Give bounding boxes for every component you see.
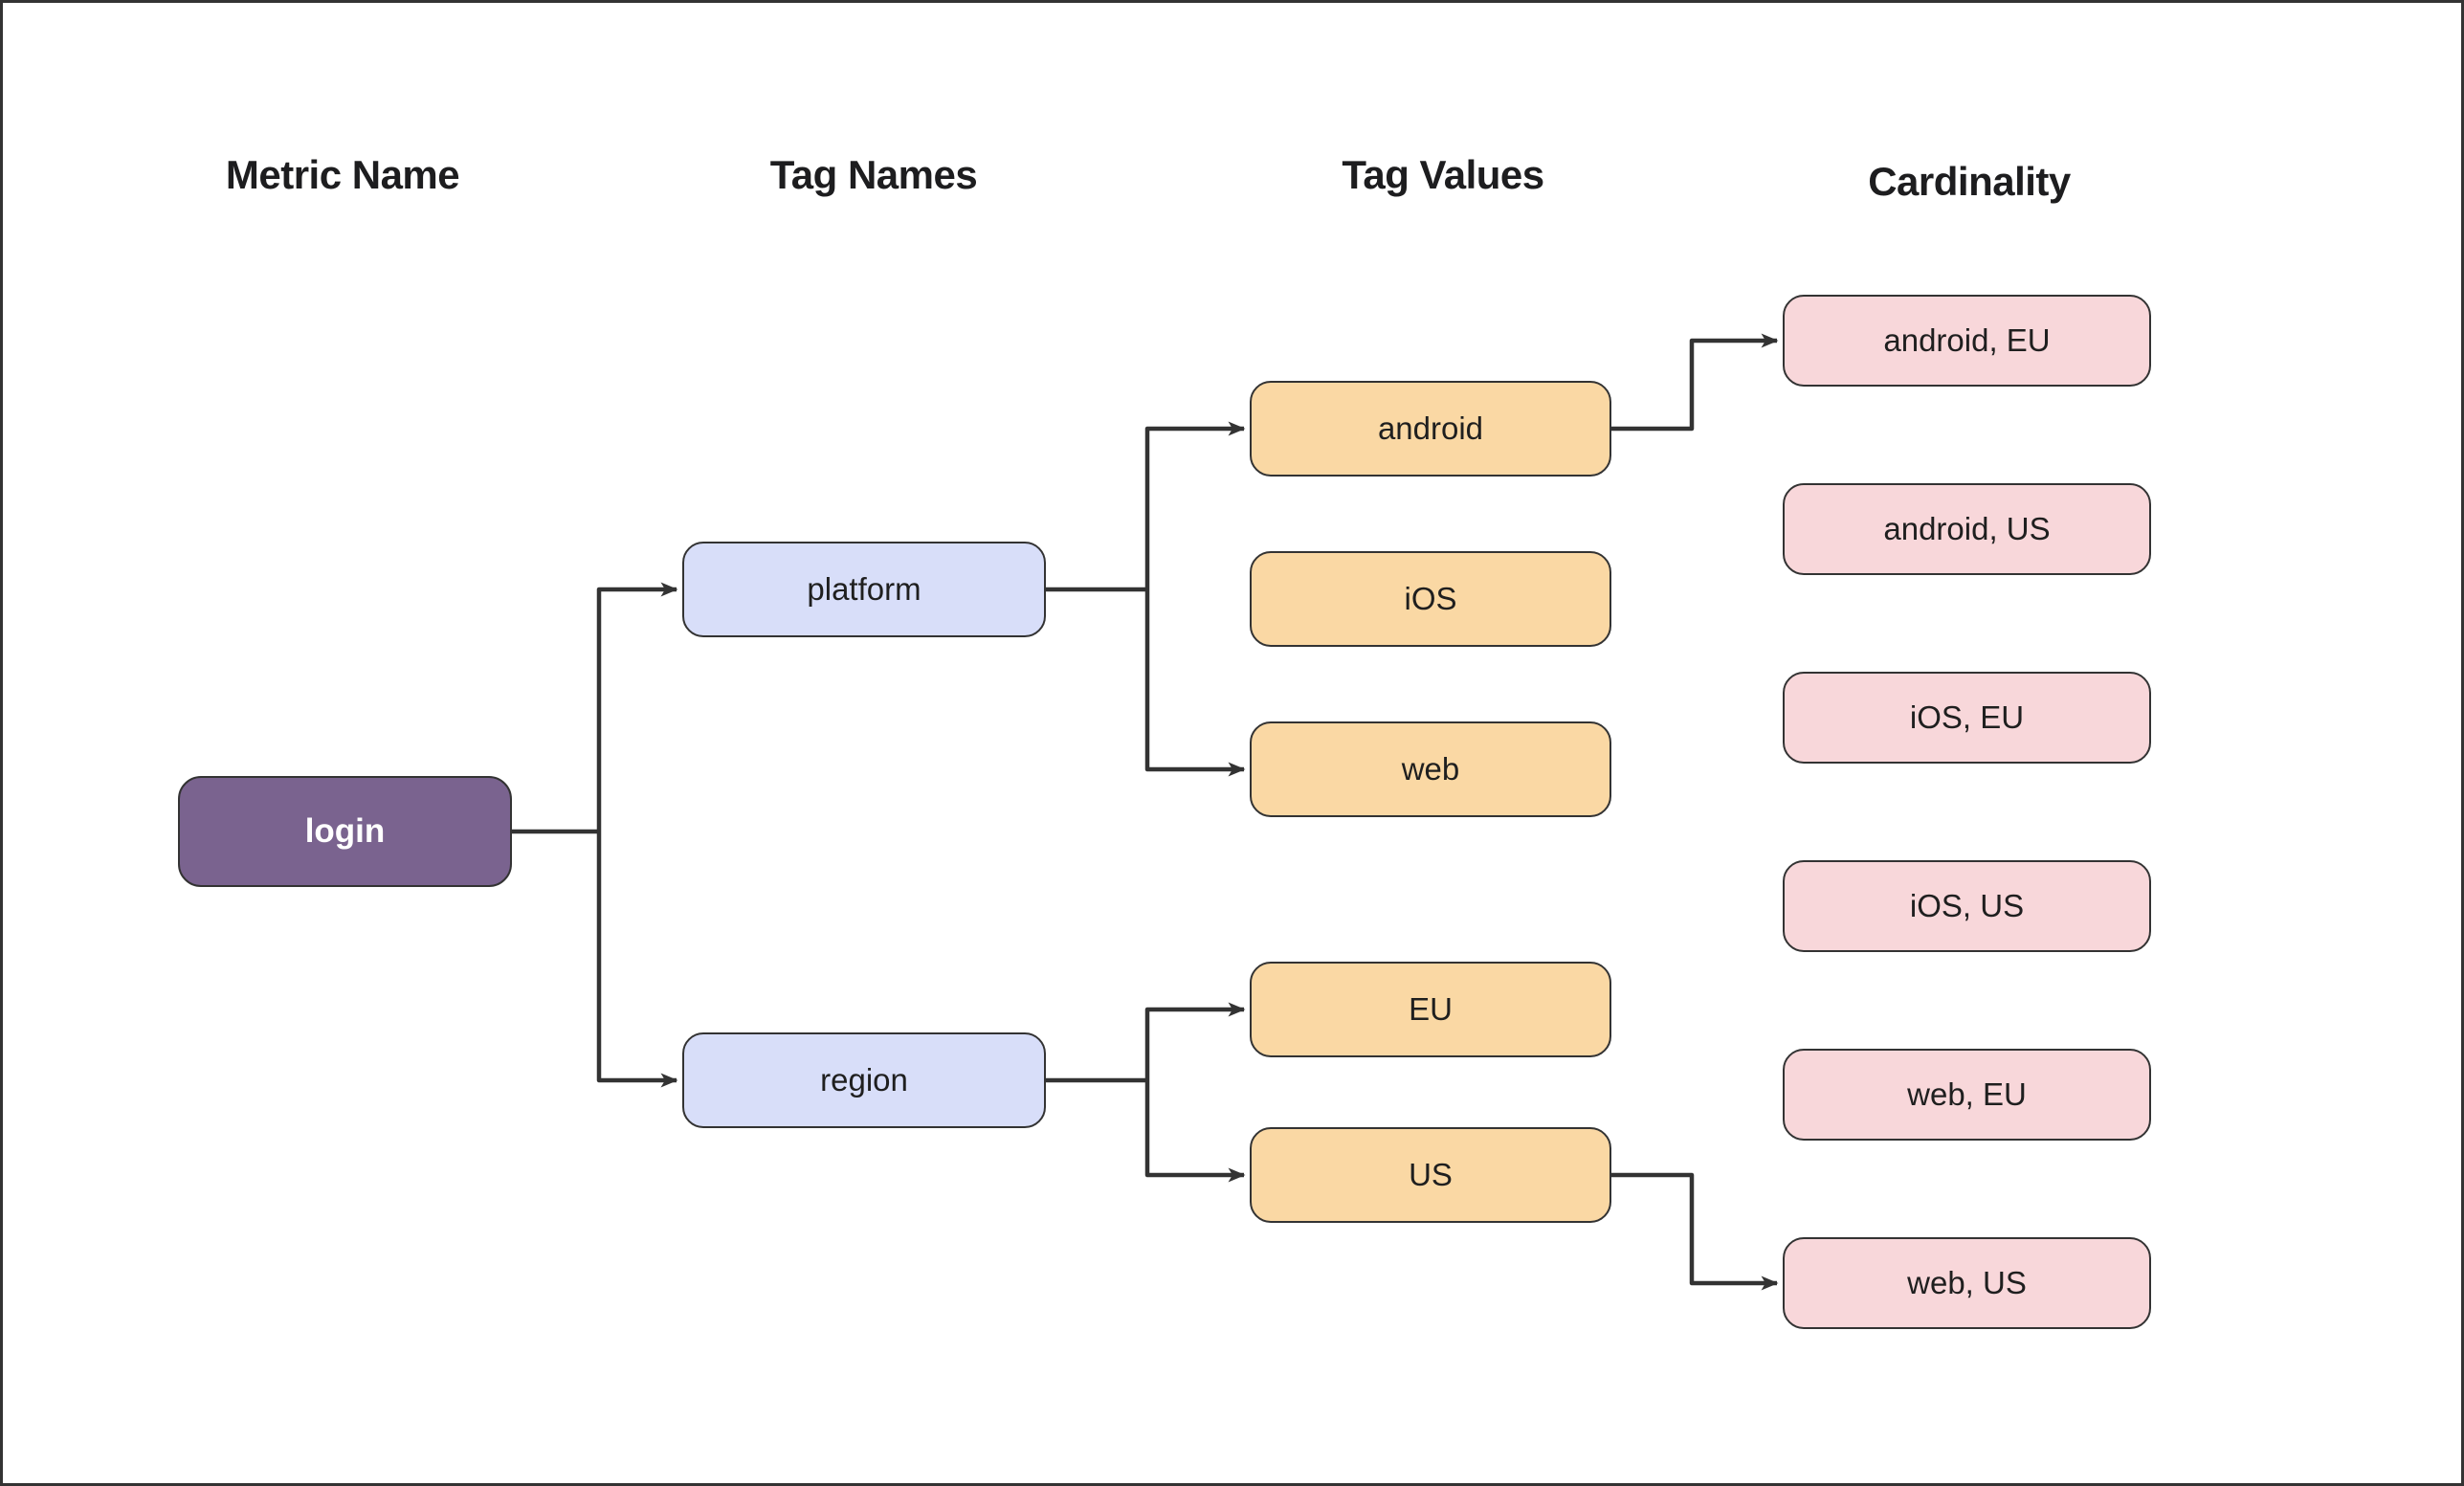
node-eu: EU [1250,962,1611,1057]
edge-platform-web [1144,589,1246,777]
column-header-tag-names: Tag Names [769,152,978,197]
node-web-us: web, US [1783,1237,2151,1329]
node-region: region [682,1032,1046,1128]
column-header-metric-name: Metric Name [225,152,460,197]
edge-region-us [1144,1080,1246,1183]
node-ios-us: iOS, US [1783,860,2151,952]
edge-login-platform [596,582,678,832]
edges-layer [512,333,1779,1291]
node-android: android [1250,381,1611,477]
node-android-us: android, US [1783,483,2151,575]
node-us: US [1250,1127,1611,1223]
column-header-tag-values: Tag Values [1342,152,1544,197]
node-ios: iOS [1250,551,1611,647]
edge-us-web-us [1611,1172,1779,1291]
edge-login-region [596,832,678,1088]
edge-android-android-eu [1611,333,1779,432]
node-ios-eu: iOS, EU [1783,672,2151,764]
edge-region-eu [1144,1002,1246,1080]
node-android-eu: android, EU [1783,295,2151,387]
node-web: web [1250,721,1611,817]
node-login: login [178,776,512,887]
column-header-cardinality: Cardinality [1868,159,2071,204]
node-web-eu: web, EU [1783,1049,2151,1141]
edge-platform-android [1144,421,1246,589]
node-platform: platform [682,542,1046,637]
